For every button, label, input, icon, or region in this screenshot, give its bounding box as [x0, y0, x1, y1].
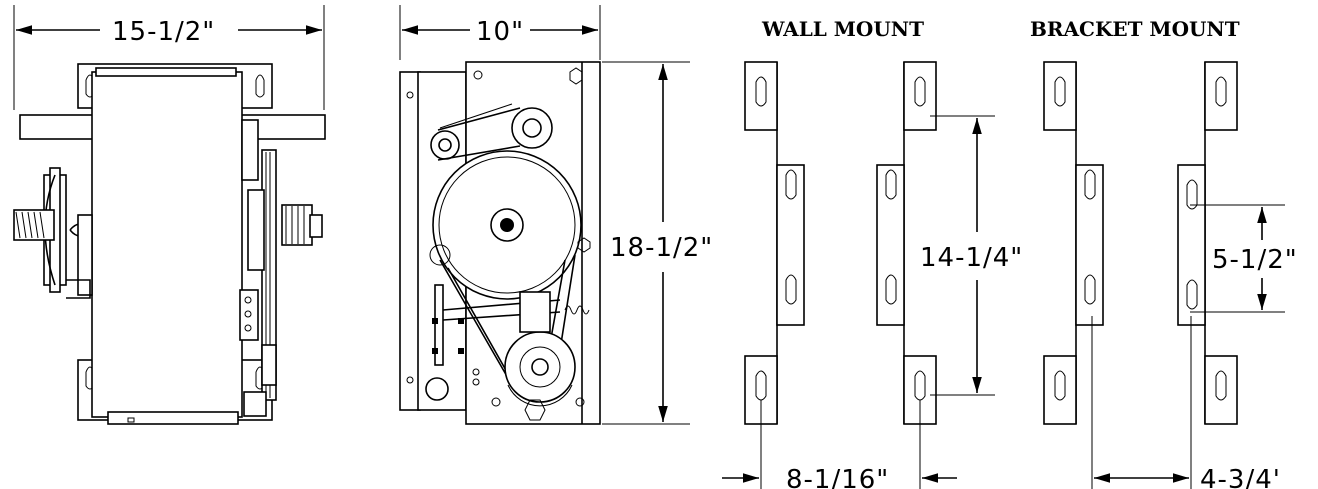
- bracket-mount-view: BRACKET MOUNT 5-1/2" 4-3/4': [1030, 17, 1298, 489]
- dim-bracket-horizontal: 4-3/4': [1200, 465, 1281, 489]
- dim-wall-vertical: 14-1/4": [920, 243, 1023, 273]
- dim-overall-depth: 15-1/2": [112, 17, 215, 47]
- title-bracket-mount: BRACKET MOUNT: [1030, 17, 1240, 41]
- title-wall-mount: WALL MOUNT: [761, 17, 924, 41]
- dim-side-width: 10": [476, 17, 524, 47]
- front-view: 15-1/2": [13, 5, 326, 425]
- dim-bracket-vertical: 5-1/2": [1212, 245, 1298, 275]
- dim-height: 18-1/2": [610, 233, 713, 263]
- wall-mount-view: WALL MOUNT 14-1/4" 8-1/16": [722, 17, 1023, 489]
- dim-wall-horizontal: 8-1/16": [786, 465, 889, 489]
- side-view: 10" 18-1/2": [399, 5, 713, 425]
